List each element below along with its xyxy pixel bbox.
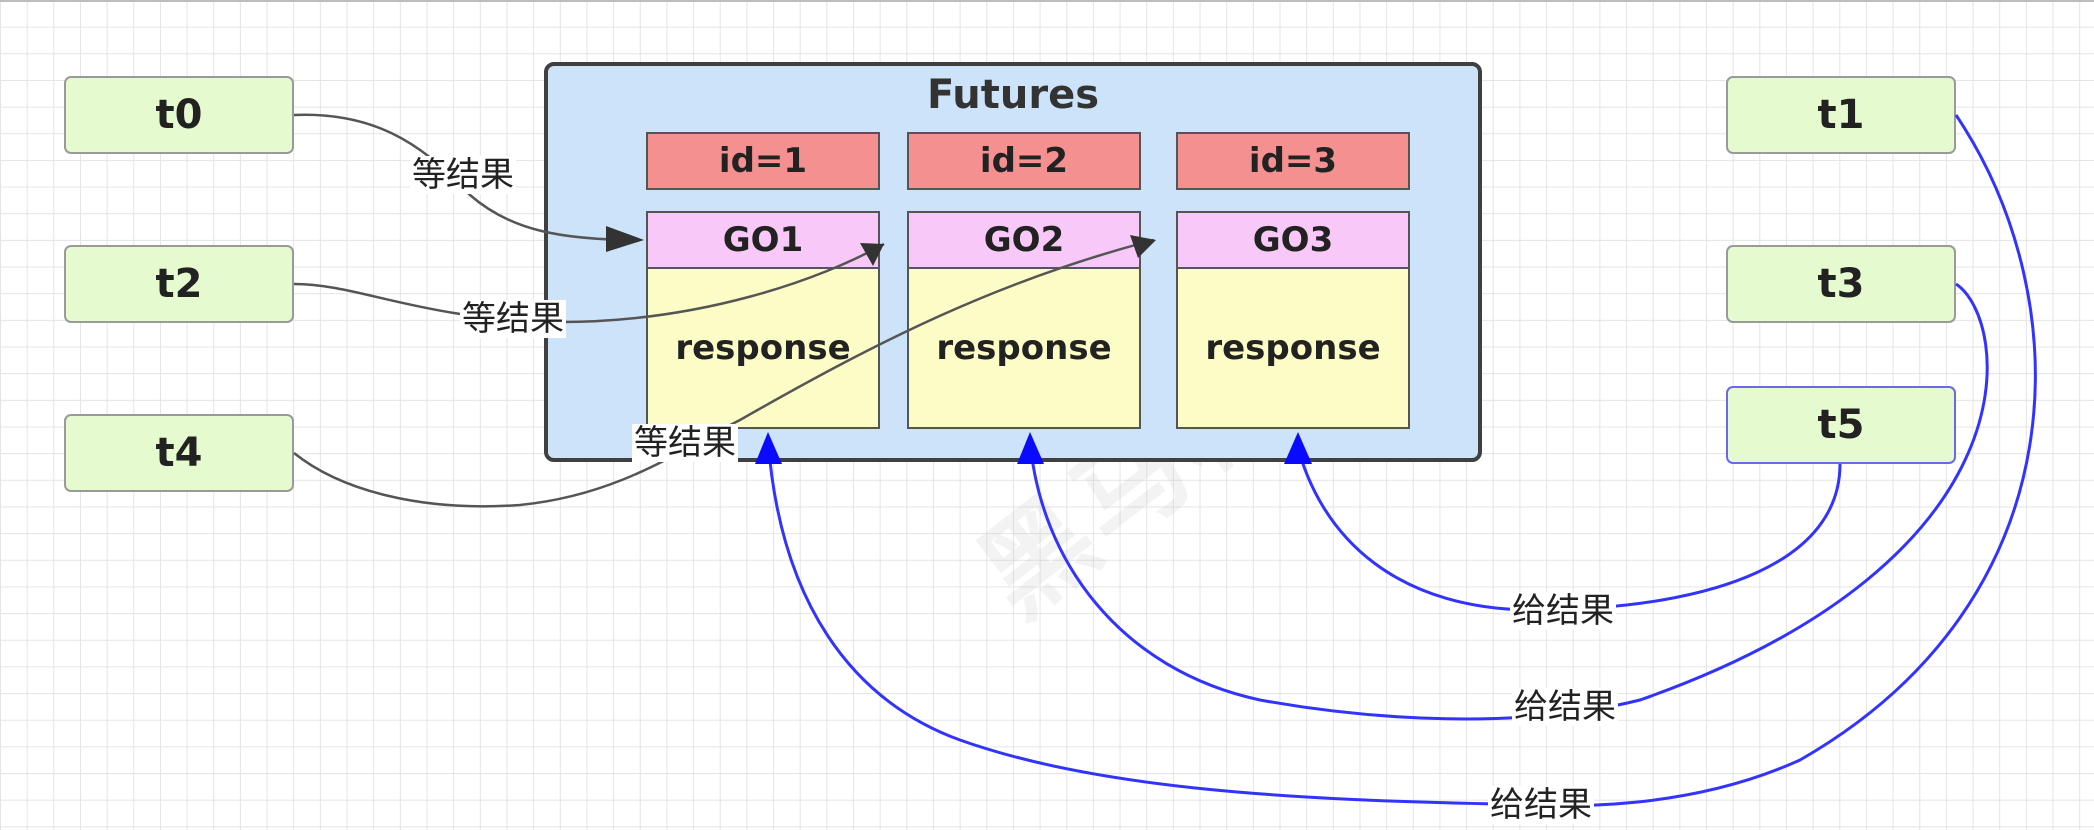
- edge-label-t3: 给结果: [1512, 687, 1618, 727]
- arrow-resp2: [1017, 432, 1044, 464]
- go-box-3-label: GO3: [1252, 220, 1334, 260]
- node-t3-label: t3: [1817, 261, 1865, 307]
- go-box-1[interactable]: GO1: [646, 211, 880, 269]
- response-box-2-label: response: [936, 328, 1112, 368]
- node-t0[interactable]: t0: [64, 76, 294, 154]
- node-t5[interactable]: t5: [1726, 386, 1956, 464]
- edge-t1-resp1: [766, 114, 2037, 808]
- edge-t4-go3: [293, 238, 1155, 508]
- response-box-2[interactable]: response: [907, 267, 1141, 429]
- arrow-resp3: [1284, 432, 1312, 464]
- node-t1-label: t1: [1817, 92, 1865, 138]
- go-box-1-label: GO1: [722, 220, 804, 260]
- node-t4-label: t4: [155, 430, 203, 476]
- node-t4[interactable]: t4: [64, 414, 294, 492]
- edge-label-t1: 给结果: [1488, 785, 1594, 825]
- node-t5-label: t5: [1817, 402, 1865, 448]
- edge-label-t2: 等结果: [460, 299, 566, 339]
- go-box-2[interactable]: GO2: [907, 211, 1141, 269]
- node-t2-label: t2: [155, 261, 203, 307]
- node-t1[interactable]: t1: [1726, 76, 1956, 154]
- node-t2[interactable]: t2: [64, 245, 294, 323]
- arrow-go1: [606, 226, 644, 252]
- edge-t5-resp3: [1294, 439, 1842, 612]
- node-t0-label: t0: [155, 92, 203, 138]
- edge-t3-resp2: [1028, 282, 1989, 721]
- arrow-go3: [1130, 235, 1156, 258]
- id-box-1[interactable]: id=1: [646, 132, 880, 190]
- arrow-resp1: [755, 432, 782, 464]
- id-box-2[interactable]: id=2: [907, 132, 1141, 190]
- response-box-1-label: response: [675, 328, 851, 368]
- response-box-1[interactable]: response: [646, 267, 880, 429]
- edge-t0-go1: [293, 113, 641, 242]
- edge-label-t4: 等结果: [632, 423, 738, 463]
- id-box-3[interactable]: id=3: [1176, 132, 1410, 190]
- id-box-2-label: id=2: [979, 141, 1069, 181]
- go-box-2-label: GO2: [983, 220, 1065, 260]
- id-box-1-label: id=1: [718, 141, 808, 181]
- node-t3[interactable]: t3: [1726, 245, 1956, 323]
- arrow-go2: [860, 243, 884, 266]
- edge-label-t0: 等结果: [410, 155, 516, 195]
- top-border: [0, 0, 2094, 2]
- edge-label-t5: 给结果: [1510, 591, 1616, 631]
- edge-t2-go2: [293, 242, 885, 324]
- response-box-3-label: response: [1205, 328, 1381, 368]
- futures-title: Futures: [926, 72, 1100, 118]
- go-box-3[interactable]: GO3: [1176, 211, 1410, 269]
- response-box-3[interactable]: response: [1176, 267, 1410, 429]
- id-box-3-label: id=3: [1248, 141, 1338, 181]
